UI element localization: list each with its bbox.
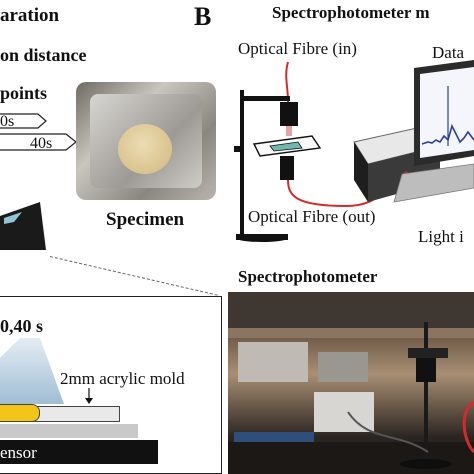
light-source-head bbox=[280, 102, 298, 126]
detector-head bbox=[280, 156, 294, 180]
resin-sample bbox=[0, 404, 40, 422]
light-path bbox=[286, 126, 292, 136]
specimen-disc bbox=[118, 124, 172, 174]
zoom-guide-line bbox=[49, 256, 218, 296]
mold-pointer-arrow bbox=[85, 388, 93, 404]
stand-knob bbox=[234, 146, 240, 152]
stand-pole bbox=[240, 90, 244, 236]
spectrophotometer-diagram bbox=[234, 60, 474, 242]
specimen-caption: Specimen bbox=[106, 209, 185, 230]
photo-title: Spectrophotometer bbox=[238, 267, 378, 286]
mold-label: 2mm acrylic mold bbox=[60, 369, 185, 388]
curing-device-icon bbox=[0, 202, 46, 250]
arrow-short bbox=[0, 113, 47, 129]
sensor-label: ensor bbox=[0, 443, 37, 462]
specimen-photo bbox=[76, 82, 216, 200]
time-points-heading: points bbox=[0, 83, 48, 103]
fibre-out-label: Optical Fibre (out) bbox=[248, 207, 376, 226]
lab-setup-photo bbox=[228, 292, 474, 474]
time-arrows bbox=[0, 113, 77, 151]
exposure-time-label: 0,40 s bbox=[0, 316, 44, 336]
stage-plate bbox=[0, 424, 138, 438]
light-label: Light i bbox=[418, 227, 464, 246]
panel-b-letter: B bbox=[194, 2, 212, 31]
data-label: Data bbox=[432, 43, 465, 62]
panel-a-title: aration bbox=[0, 5, 60, 26]
time-label-long: 40s bbox=[30, 135, 53, 152]
fibre-in-label: Optical Fibre (in) bbox=[238, 39, 357, 58]
light-beam-icon bbox=[0, 338, 64, 404]
photo-stand-pole bbox=[424, 322, 428, 462]
spectrometer-device bbox=[314, 392, 374, 432]
time-label-short: 0s bbox=[0, 113, 15, 130]
sensor-bar bbox=[0, 440, 158, 464]
panel-b-title: Spectrophotometer m bbox=[272, 3, 430, 22]
distance-heading: on distance bbox=[0, 45, 87, 65]
laptop-keyboard bbox=[393, 163, 474, 203]
acrylic-mold-photo bbox=[90, 94, 202, 188]
laptop-screen bbox=[420, 67, 474, 158]
equipment-box bbox=[238, 342, 308, 382]
stand-arm bbox=[242, 96, 290, 101]
sample-slide bbox=[269, 141, 303, 152]
